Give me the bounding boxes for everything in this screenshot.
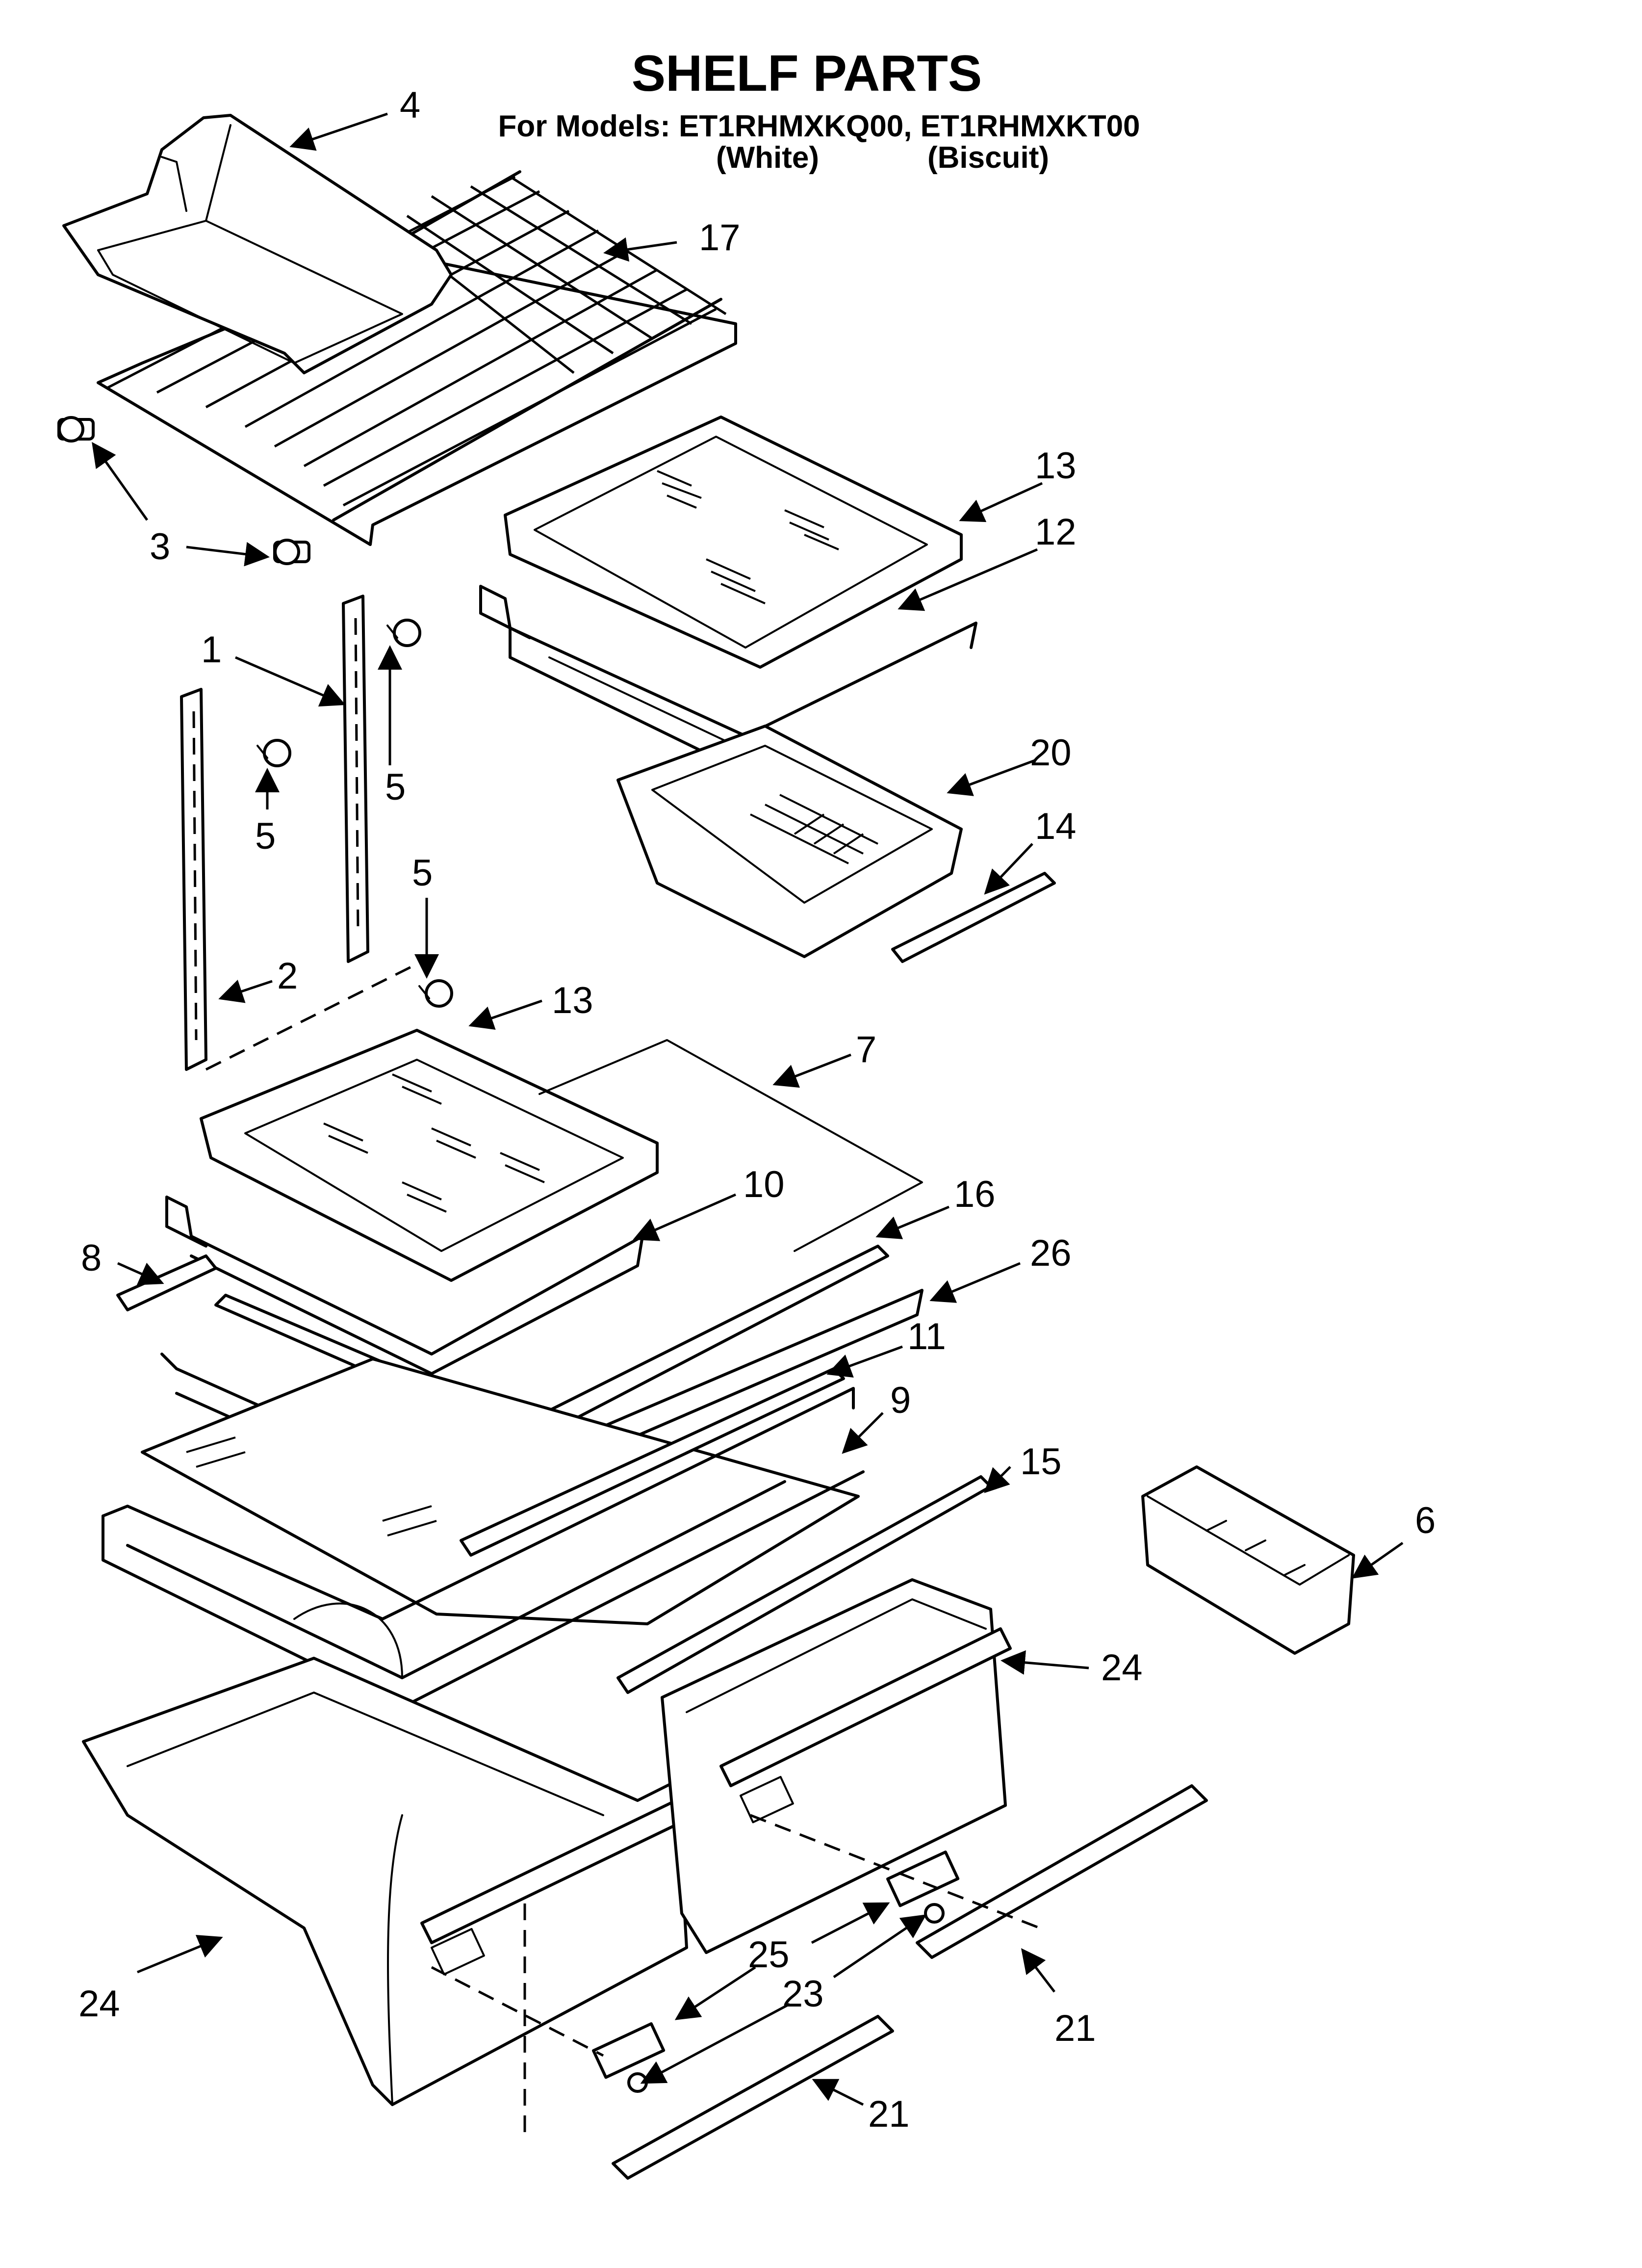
callout-5-bottom: 5 xyxy=(412,852,433,894)
shelf-pin-left-part-3 xyxy=(57,416,95,443)
crisper-drawer-right-part-24 xyxy=(661,1578,1012,1954)
callout-13-lower: 13 xyxy=(552,980,593,1021)
alignment-line-left-crisper xyxy=(431,1966,604,2057)
callout-11: 11 xyxy=(907,1316,946,1357)
glass-shelf-upper-part-13 xyxy=(504,416,963,669)
crisper-trim-right-part-21 xyxy=(916,1784,1208,1959)
crisper-label-right-part-25 xyxy=(886,1851,960,1907)
callout-21-right: 21 xyxy=(1054,2007,1096,2049)
callout-24-right: 24 xyxy=(1101,1647,1143,1689)
screw-part-5c xyxy=(418,979,453,1008)
trim-strip-part-8 xyxy=(116,1254,217,1311)
door-bin-part-6 xyxy=(1141,1465,1355,1655)
page-title: SHELF PARTS xyxy=(632,45,982,102)
crisper-drawer-left-part-24 xyxy=(82,1657,708,2106)
glass-shelf-lower-part-13 xyxy=(200,1029,659,1282)
trim-strip-part-14 xyxy=(891,872,1056,963)
shelf-pin-right-part-3 xyxy=(273,539,310,565)
color-white-label: (White) xyxy=(716,141,819,175)
callout-12: 12 xyxy=(1035,511,1077,553)
callout-15: 15 xyxy=(1020,1441,1062,1483)
callout-14: 14 xyxy=(1035,806,1077,847)
callout-20: 20 xyxy=(1030,732,1072,774)
callout-numbers: 4 17 3 13 12 1 5 5 5 20 14 2 13 7 10 16 … xyxy=(78,84,1436,2135)
callout-3: 3 xyxy=(150,526,170,568)
callout-1: 1 xyxy=(201,629,222,671)
callout-5-top: 5 xyxy=(385,766,406,808)
callout-25: 25 xyxy=(748,1934,790,1976)
callout-23: 23 xyxy=(782,1973,824,2015)
crisper-tray-part-20 xyxy=(616,725,963,958)
callout-16: 16 xyxy=(954,1173,996,1215)
callout-24-left: 24 xyxy=(78,1983,120,2025)
callout-2: 2 xyxy=(277,955,298,997)
callout-6: 6 xyxy=(1415,1500,1436,1541)
callout-10: 10 xyxy=(743,1164,785,1205)
callout-21-left: 21 xyxy=(868,2093,910,2135)
screw-part-5b xyxy=(257,739,291,767)
crisper-cover-frame xyxy=(102,1387,865,1709)
callout-9: 9 xyxy=(890,1380,911,1421)
alignment-line-rails xyxy=(205,950,442,1071)
models-line: For Models: ET1RHMXKQ00, ET1RHMXKT00 xyxy=(498,109,1140,143)
shelf-frame-part-10 xyxy=(165,1196,644,1375)
callout-13-upper: 13 xyxy=(1035,445,1077,487)
storage-bin-part-4 xyxy=(62,114,453,374)
callout-26: 26 xyxy=(1030,1232,1072,1274)
clip-right-part-23 xyxy=(924,1903,945,1924)
trim-strip-part-11 xyxy=(460,1367,845,1557)
leader-lines xyxy=(92,112,1404,2106)
shelf-liner-part-7 xyxy=(539,1039,923,1252)
callout-7: 7 xyxy=(856,1029,876,1070)
crisper-label-left-part-25 xyxy=(591,2022,666,2079)
callout-5-left: 5 xyxy=(255,815,276,857)
color-biscuit-label: (Biscuit) xyxy=(927,141,1049,175)
callout-8: 8 xyxy=(81,1237,102,1279)
callout-4: 4 xyxy=(400,84,420,126)
crisper-trim-left-part-21 xyxy=(612,2015,894,2180)
callout-17: 17 xyxy=(699,217,741,259)
shelf-frame-part-12 xyxy=(479,585,977,762)
rail-part-1 xyxy=(342,595,369,963)
rail-part-2 xyxy=(180,688,207,1071)
glass-panel-part-9 xyxy=(141,1357,860,1625)
screw-part-5a xyxy=(386,619,421,647)
